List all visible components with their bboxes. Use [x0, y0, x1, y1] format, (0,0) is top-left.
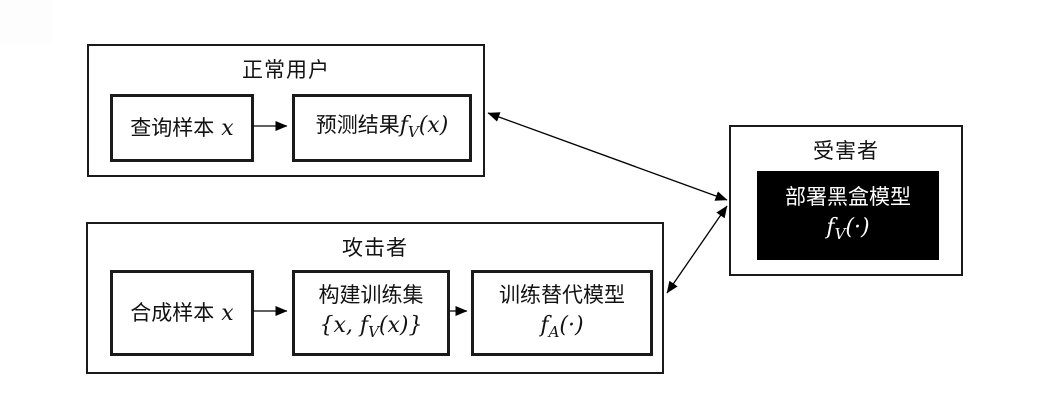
math-f: f [826, 215, 835, 240]
math-f: f [399, 112, 408, 138]
query-sample-label: 查询样本 [130, 115, 215, 140]
query-sample-var: x [221, 115, 234, 141]
victim-title: 受害者 [813, 139, 879, 163]
victim-group: 受害者 部署黑盒模型 fV(·) [729, 125, 963, 276]
black-box-model-line2: fV(·) [826, 212, 869, 249]
math-sub-v: V [834, 225, 846, 243]
user-victim-arrow [487, 112, 728, 201]
math-sub-a: A [548, 322, 560, 341]
math-set-open: {x, f [319, 312, 369, 338]
synthetic-sample-label: 合成样本 [130, 300, 215, 325]
normal-user-title: 正常用户 [242, 58, 330, 82]
training-set-line2: {x, fV(x)} [320, 310, 423, 347]
black-box-model: 部署黑盒模型 fV(·) [757, 171, 939, 260]
black-box-model-line1: 部署黑盒模型 [785, 185, 911, 209]
training-set-line1: 构建训练集 [318, 282, 424, 307]
surrogate-model-line2: fA(·) [540, 310, 583, 347]
training-set-box: 构建训练集 {x, fV(x)} [292, 270, 450, 356]
math-f: f [540, 312, 549, 338]
prediction-result-label: 预测结果 [315, 112, 400, 137]
prediction-result-box: 预测结果fV(x) [292, 94, 472, 162]
math-sub-v: V [368, 322, 379, 341]
math-args: (·) [559, 312, 584, 338]
math-args: (·) [845, 215, 870, 240]
synthetic-sample-var: x [221, 300, 234, 326]
scan-artifact [0, 0, 53, 44]
math-set-close: (x)} [378, 312, 423, 338]
math-args: (x) [418, 112, 449, 138]
math-sub-v: V [407, 122, 419, 141]
surrogate-model-box: 训练替代模型 fA(·) [471, 270, 653, 356]
surrogate-model-line1: 训练替代模型 [499, 282, 625, 307]
attacker-victim-arrow [666, 205, 728, 294]
attacker-title: 攻击者 [342, 236, 408, 260]
